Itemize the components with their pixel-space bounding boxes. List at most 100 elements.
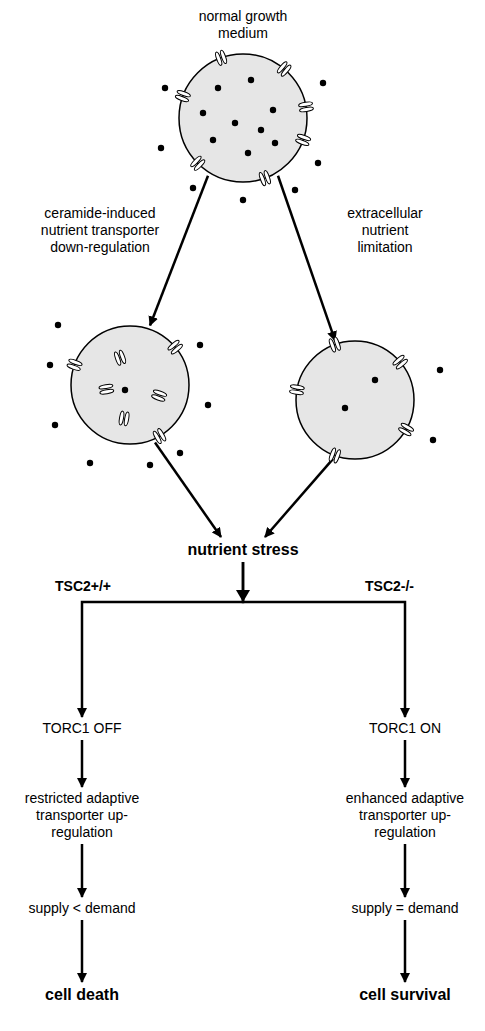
transporter-half: [190, 155, 203, 168]
genotype-label: TSC2-/-: [365, 578, 414, 595]
transporter: [175, 89, 191, 102]
transporter: [295, 133, 311, 146]
flow-arrow: [150, 176, 208, 326]
nutrient-dot: [215, 85, 221, 91]
transporter: [328, 447, 341, 463]
transporter: [190, 155, 206, 171]
cell-heading: normal growth medium: [193, 8, 293, 42]
cell-membrane: [296, 341, 414, 459]
flow-arrow: [81, 844, 84, 897]
flow-arrow: [155, 443, 221, 537]
transporter-half: [176, 89, 191, 98]
nutrient-dot: [320, 80, 326, 86]
cell-shape: [70, 325, 190, 445]
transporter-half: [328, 447, 337, 462]
cell-membrane: [179, 54, 307, 182]
transporter: [151, 389, 167, 402]
transporter: [398, 422, 415, 437]
nutrient-dot: [342, 405, 348, 411]
genotype-label: TSC2+/+: [55, 578, 111, 595]
transporter-half: [398, 427, 412, 437]
text-node: enhanced adaptive transporter up-regulat…: [340, 790, 470, 841]
step-text: enhanced adaptive transporter up-regulat…: [340, 790, 470, 841]
flow-arrow: [278, 176, 335, 341]
text-node: nutrient stress: [168, 540, 318, 559]
cell-heading: extracellular nutrient limitation: [339, 205, 431, 256]
nutrient-dot: [47, 362, 53, 368]
transporter: [118, 411, 129, 426]
cell-node: normal growth medium: [178, 53, 308, 183]
nutrient-dot: [248, 77, 254, 83]
step-text: nutrient stress: [168, 540, 318, 559]
nutrient-dot: [55, 322, 61, 328]
transporter-half: [299, 106, 313, 112]
transporter: [214, 50, 227, 66]
nutrient-dot: [315, 160, 321, 166]
nutrient-dot: [87, 460, 93, 466]
transporter-half: [151, 394, 166, 403]
nutrient-dot: [240, 197, 246, 203]
step-text: TORC1 ON: [340, 720, 470, 737]
transporter: [289, 384, 304, 395]
nutrient-dot: [122, 387, 128, 393]
flow-arrow: [81, 740, 84, 787]
step-text: cell death: [12, 985, 152, 1004]
text-node: cell survival: [335, 985, 475, 1004]
transporter-half: [280, 64, 292, 77]
nutrient-dot: [205, 402, 211, 408]
nutrient-dot: [200, 110, 206, 116]
transporter-half: [152, 430, 162, 444]
text-node: TORC1 OFF: [17, 720, 147, 737]
nutrient-dot: [232, 120, 238, 126]
transporter: [66, 358, 82, 371]
transporter: [298, 101, 313, 112]
step-text: supply = demand: [340, 900, 470, 917]
flow-arrow: [404, 740, 407, 787]
transporter: [392, 354, 409, 370]
nutrient-dot: [270, 107, 276, 113]
transporter-half: [395, 358, 408, 370]
transporter: [152, 428, 167, 445]
nutrient-dot: [158, 145, 164, 151]
nutrient-dot: [292, 187, 298, 193]
nutrient-dot: [162, 85, 168, 91]
text-node: supply < demand: [17, 900, 147, 917]
cell-heading: ceramide-induced nutrient transporter do…: [33, 205, 168, 256]
cell-membrane: [71, 326, 189, 444]
flow-arrow: [265, 459, 333, 537]
step-text: TORC1 OFF: [17, 720, 147, 737]
cell-shape: [295, 340, 415, 460]
nutrient-dot: [437, 367, 443, 373]
nutrient-dot: [197, 342, 203, 348]
step-text: supply < demand: [17, 900, 147, 917]
nutrient-dot: [372, 377, 378, 383]
transporter-half: [295, 138, 310, 147]
nutrient-dot: [210, 137, 216, 143]
transporter: [276, 61, 292, 78]
text-node: cell death: [12, 985, 152, 1004]
nutrient-dot: [190, 185, 196, 191]
nutrient-dot: [258, 127, 264, 133]
text-node: supply = demand: [340, 900, 470, 917]
transporter-half: [118, 350, 127, 365]
cell-node: ceramide-induced nutrient transporter do…: [70, 325, 190, 445]
nutrient-dot: [430, 437, 436, 443]
nutrient-dot: [147, 462, 153, 468]
flow-arrow: [404, 920, 407, 982]
transporter-half: [290, 384, 304, 390]
transporter-half: [219, 50, 228, 65]
step-text: restricted adaptive transporter up-regul…: [17, 790, 147, 841]
transporter: [113, 350, 126, 366]
transporter-half: [99, 383, 113, 389]
transporter-half: [118, 411, 124, 425]
step-text: cell survival: [335, 985, 475, 1004]
transporter: [167, 339, 184, 355]
transporter-half: [333, 336, 342, 351]
transporter-half: [68, 358, 83, 367]
cell-node: extracellular nutrient limitation: [295, 340, 415, 460]
transporter-half: [170, 343, 183, 355]
text-node: TORC1 ON: [340, 720, 470, 737]
transporter: [328, 336, 341, 352]
transporter-half: [258, 172, 267, 187]
flow-arrow: [404, 844, 407, 897]
